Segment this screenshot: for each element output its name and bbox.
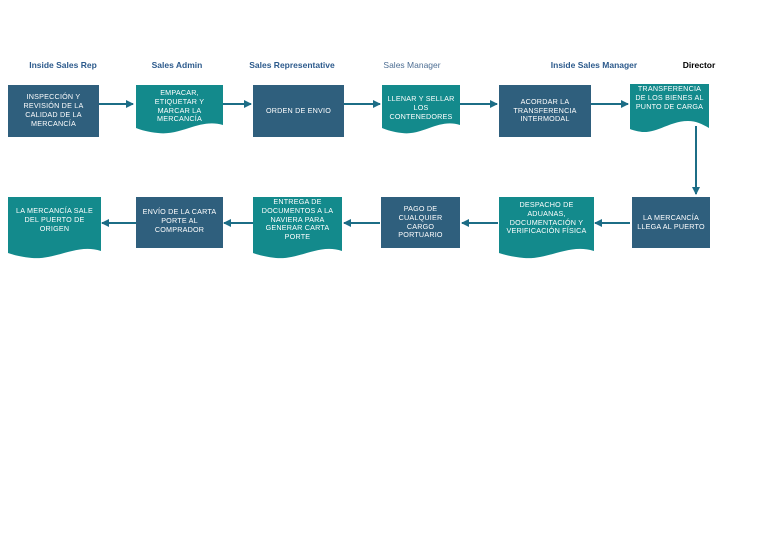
step-orden-de-envio: ORDEN DE ENVIO [253,85,344,137]
step-envio-carta-porte: ENVÍO DE LA CARTA PORTE AL COMPRADOR [136,197,223,248]
step-label: EMPACAR, ETIQUETAR Y MARCAR LA MERCANCÍA [154,88,205,124]
role-sales-admin: Sales Admin [151,60,203,70]
document-shape [630,84,709,133]
role-director: Director [682,60,716,70]
role-sales-representative: Sales Representative [249,60,335,70]
step-acordar-transferencia: ACORDAR LA TRANSFERENCIA INTERMODAL [499,85,591,137]
step-llega-al-puerto: LA MERCANCÍA LLEGA AL PUERTO [632,197,710,248]
step-sale-del-puerto: LA MERCANCÍA SALE DEL PUERTO DE ORIGEN [8,197,101,261]
step-label: PAGO DE CUALQUIER CARGO PORTUARIO [398,203,443,240]
step-label: ENVÍO DE LA CARTA PORTE AL COMPRADOR [142,207,217,234]
role-inside-sales-rep: Inside Sales Rep [29,60,97,70]
step-label: LA MERCANCÍA LLEGA AL PUERTO [637,212,705,231]
step-label: LA MERCANCÍA SALE DEL PUERTO DE ORIGEN [16,206,93,233]
document-shape [253,197,342,259]
role-sales-manager: Sales Manager [383,60,441,70]
step-empacar: EMPACAR, ETIQUETAR Y MARCAR LA MERCANCÍA [136,85,223,137]
step-label: INSPECCIÓN Y REVISIÓN DE LA CALIDAD DE L… [23,92,84,128]
step-label: ENTREGA DE DOCUMENTOS A LA NAVIERA PARA … [261,197,334,242]
step-entrega-documentos: ENTREGA DE DOCUMENTOS A LA NAVIERA PARA … [253,197,342,261]
step-pago-cargo: PAGO DE CUALQUIER CARGO PORTUARIO [381,197,460,248]
document-shape [136,85,223,134]
document-shape [8,197,101,259]
step-transferencia-bienes: TRANSFERENCIA DE LOS BIENES AL PUNTO DE … [630,84,709,134]
step-inspeccion: INSPECCIÓN Y REVISIÓN DE LA CALIDAD DE L… [8,85,99,137]
step-label: ORDEN DE ENVIO [265,105,332,115]
document-shape [382,85,460,134]
step-label: ACORDAR LA TRANSFERENCIA INTERMODAL [513,96,577,124]
document-shape [499,197,594,259]
step-label: LLENAR Y SELLAR LOS CONTENEDORES [387,94,455,121]
step-llenar-sellar: LLENAR Y SELLAR LOS CONTENEDORES [382,85,460,137]
step-label: DESPACHO DE ADUANAS, DOCUMENTACIÓN Y VER… [506,200,587,236]
role-inside-sales-manager: Inside Sales Manager [550,60,638,70]
step-label: TRANSFERENCIA DE LOS BIENES AL PUNTO DE … [635,84,704,111]
step-despacho-aduanas: DESPACHO DE ADUANAS, DOCUMENTACIÓN Y VER… [499,197,594,261]
